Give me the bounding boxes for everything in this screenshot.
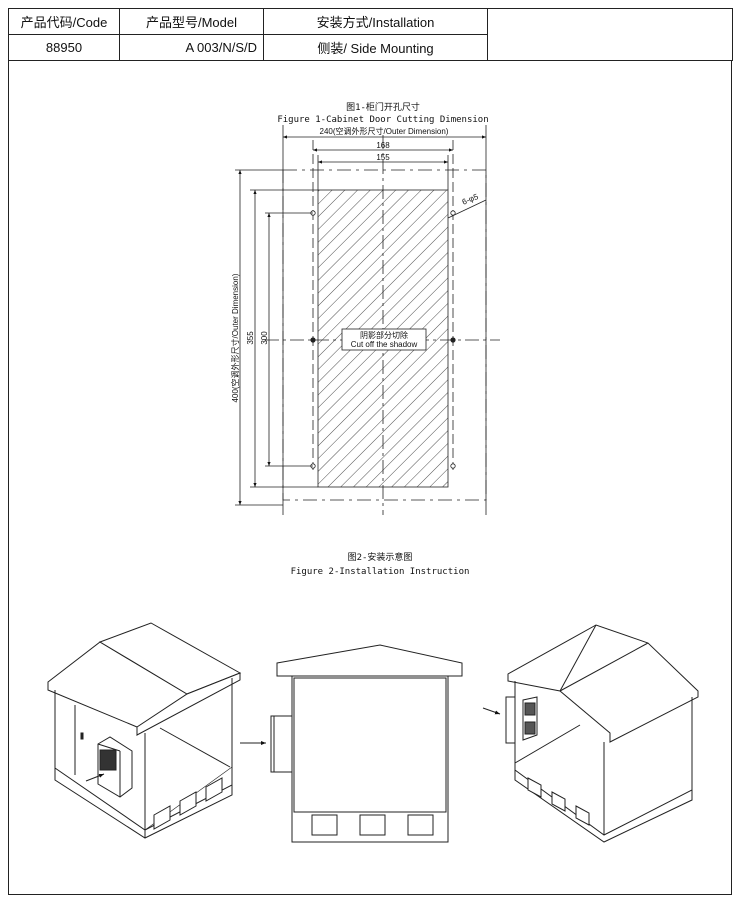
figure1-title-cn: 图1-柜门开孔尺寸 [346, 101, 420, 113]
value-installation: 侧装/ Side Mounting [263, 34, 488, 61]
drawing-frame [8, 60, 732, 895]
house-left-isometric [47, 622, 242, 839]
figure1-cutting-dimension: 图1-柜门开孔尺寸 Figure 1-Cabinet Door Cutting … [230, 101, 500, 515]
figure1-title-en: Figure 1-Cabinet Door Cutting Dimension [277, 115, 488, 125]
dim-cut-width: 155 [376, 153, 390, 162]
cut-note-en: Cut off the shadow [351, 340, 418, 349]
header-model: 产品型号/Model [119, 8, 264, 35]
ac-unit-middle [270, 715, 293, 773]
cut-note-cn: 阴影部分切除 [360, 330, 408, 340]
figure2-title-en: Figure 2-Installation Instruction [291, 567, 470, 577]
house-right-isometric [482, 624, 699, 843]
dim-outer-width: 240(空调外形尺寸/Outer Dimension) [320, 126, 449, 136]
house-middle-front [240, 644, 463, 843]
ac-unit-left [97, 736, 133, 798]
dim-hole-height: 300 [260, 331, 269, 345]
blank-cell [487, 8, 733, 61]
dim-cut-height: 355 [246, 331, 255, 345]
ac-unit-right [505, 696, 538, 744]
dim-outer-height: 400(空调外形尺寸/Outer Dimension) [230, 273, 240, 402]
header-code: 产品代码/Code [8, 8, 120, 35]
figure2-title-cn: 图2-安装示意图 [348, 551, 413, 563]
dim-hole-width: 168 [376, 141, 390, 150]
cut-note-box [341, 328, 427, 351]
spec-table: 产品代码/Code 产品型号/Model 安装方式/Installation 8… [8, 8, 733, 61]
